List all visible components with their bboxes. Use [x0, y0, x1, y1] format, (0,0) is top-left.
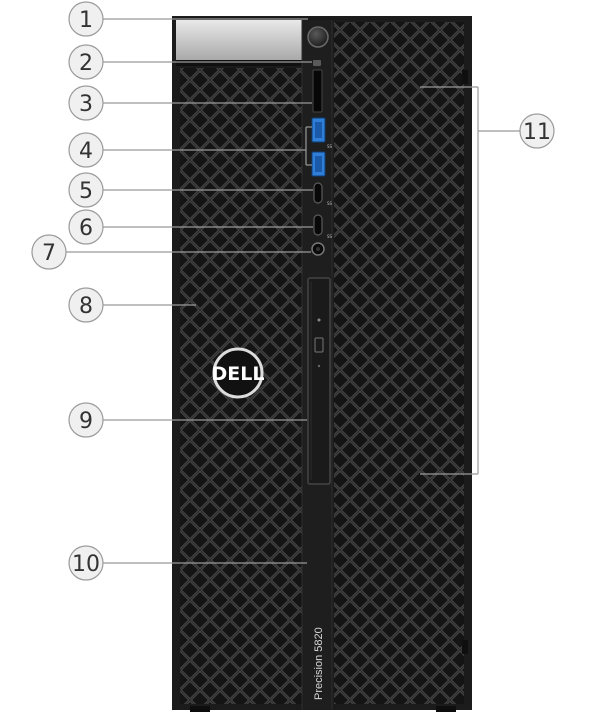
callout-number-11: 11: [523, 120, 551, 145]
callout-6: 6: [68, 209, 104, 245]
optical-drive-bay[interactable]: [307, 277, 331, 485]
callout-1: 1: [68, 1, 104, 37]
usb-c-port-1[interactable]: [313, 182, 323, 204]
callout-number-8: 8: [79, 294, 93, 319]
callout-number-2: 2: [79, 51, 93, 76]
usb-c-port-2[interactable]: [313, 214, 323, 236]
power-button[interactable]: [307, 26, 329, 48]
callout-9: 9: [68, 402, 104, 438]
callout-number-9: 9: [79, 409, 93, 434]
callout-3: 3: [68, 85, 104, 121]
callout-number-7: 7: [42, 241, 56, 266]
usb-c-label-1: SS: [327, 201, 333, 206]
usb-c-label-2: SS: [327, 234, 333, 239]
svg-text:DELL: DELL: [212, 363, 265, 385]
callout-7: 7: [31, 234, 67, 270]
callout-number-5: 5: [79, 179, 93, 204]
callout-number-10: 10: [72, 552, 100, 577]
sd-card-reader[interactable]: [312, 69, 323, 113]
callout-8: 8: [68, 287, 104, 323]
callout-number-1: 1: [79, 8, 93, 33]
hard-drive-activity-light: [313, 60, 321, 66]
callout-4: 4: [68, 132, 104, 168]
front-foot-right: [436, 706, 456, 712]
side-tab-bottom: [462, 640, 468, 654]
model-label: Precision 5820: [313, 627, 325, 700]
dell-logo: DELL: [212, 347, 265, 399]
front-foot-left: [190, 706, 210, 712]
side-tab-top: [462, 70, 468, 84]
callout-2: 2: [68, 44, 104, 80]
callout-11: 11: [519, 113, 555, 149]
callout-number-3: 3: [79, 92, 93, 117]
optical-drive-indicator: [317, 318, 321, 322]
callout-number-6: 6: [79, 216, 93, 241]
callout-5: 5: [68, 172, 104, 208]
leader-lines: [66, 18, 520, 564]
right-front-mesh: [334, 22, 464, 704]
usb-a-label: SS: [327, 144, 333, 149]
callout-10: 10: [68, 545, 104, 581]
callout-number-4: 4: [79, 139, 93, 164]
optical-drive-eject-button[interactable]: [314, 337, 324, 353]
top-handle: [176, 20, 306, 60]
